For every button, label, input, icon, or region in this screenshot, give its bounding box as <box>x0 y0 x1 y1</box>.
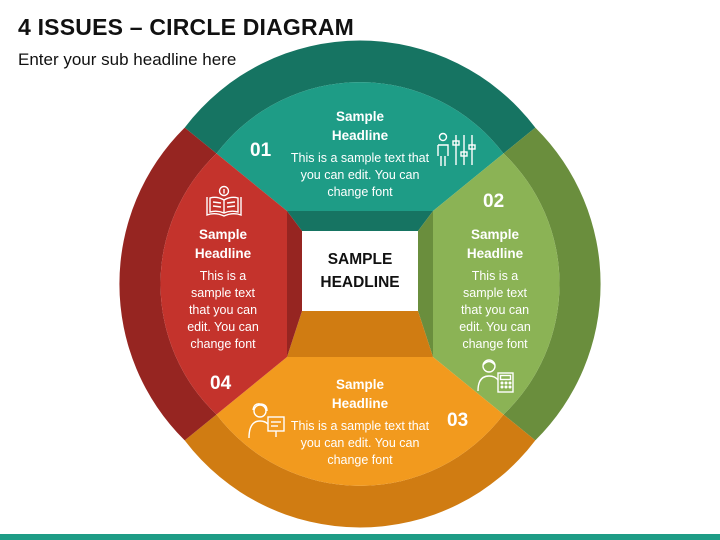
segment-4-number: 04 <box>210 373 232 394</box>
segment-4-body: This is a sample text that you can edit.… <box>187 269 259 351</box>
ring-teal <box>184 40 536 154</box>
page-subtitle: Enter your sub headline here <box>18 50 237 69</box>
segment-orange <box>216 357 504 486</box>
segment-2-number: 02 <box>483 191 505 212</box>
segment-red <box>160 153 287 415</box>
segment-1-body: This is a sample text that you can edit.… <box>290 151 430 199</box>
segment-2-text-block: Sample Headline This is a sample text th… <box>445 225 545 353</box>
frame-bottom <box>287 311 433 357</box>
center-headline: SAMPLE HEADLINE <box>320 251 400 291</box>
bottom-accent-bar <box>0 534 720 540</box>
segment-3-text-block: Sample Headline This is a sample text th… <box>275 375 445 469</box>
segment-1-headline: Sample Headline <box>331 109 389 143</box>
segment-1-number: 01 <box>250 140 272 161</box>
segment-2-headline: Sample Headline <box>466 227 524 261</box>
ring-green <box>503 127 601 441</box>
segment-2-body: This is a sample text that you can edit.… <box>459 269 531 351</box>
ring-red <box>119 127 217 441</box>
segment-teal <box>216 82 504 211</box>
segment-4-headline: Sample Headline <box>194 227 252 261</box>
segment-4-text-block: Sample Headline This is a sample text th… <box>173 225 273 353</box>
segment-3-body: This is a sample text that you can edit.… <box>290 419 430 467</box>
frame-top <box>287 211 433 231</box>
page-title: 4 ISSUES – CIRCLE DIAGRAM <box>18 14 354 40</box>
segment-green <box>433 153 560 415</box>
segment-1-text-block: Sample Headline This is a sample text th… <box>275 107 445 201</box>
person-with-calculator-icon <box>477 359 514 393</box>
segment-3-headline: Sample Headline <box>331 377 389 411</box>
center-box-bg <box>302 231 418 311</box>
open-book-info-icon <box>206 185 242 217</box>
ring-orange <box>184 414 536 528</box>
frame-right <box>418 211 433 357</box>
adjustment-sliders-person-icon <box>437 132 476 166</box>
frame-left <box>287 211 302 357</box>
presenter-with-board-icon <box>248 403 285 439</box>
segment-3-number: 03 <box>447 410 469 431</box>
